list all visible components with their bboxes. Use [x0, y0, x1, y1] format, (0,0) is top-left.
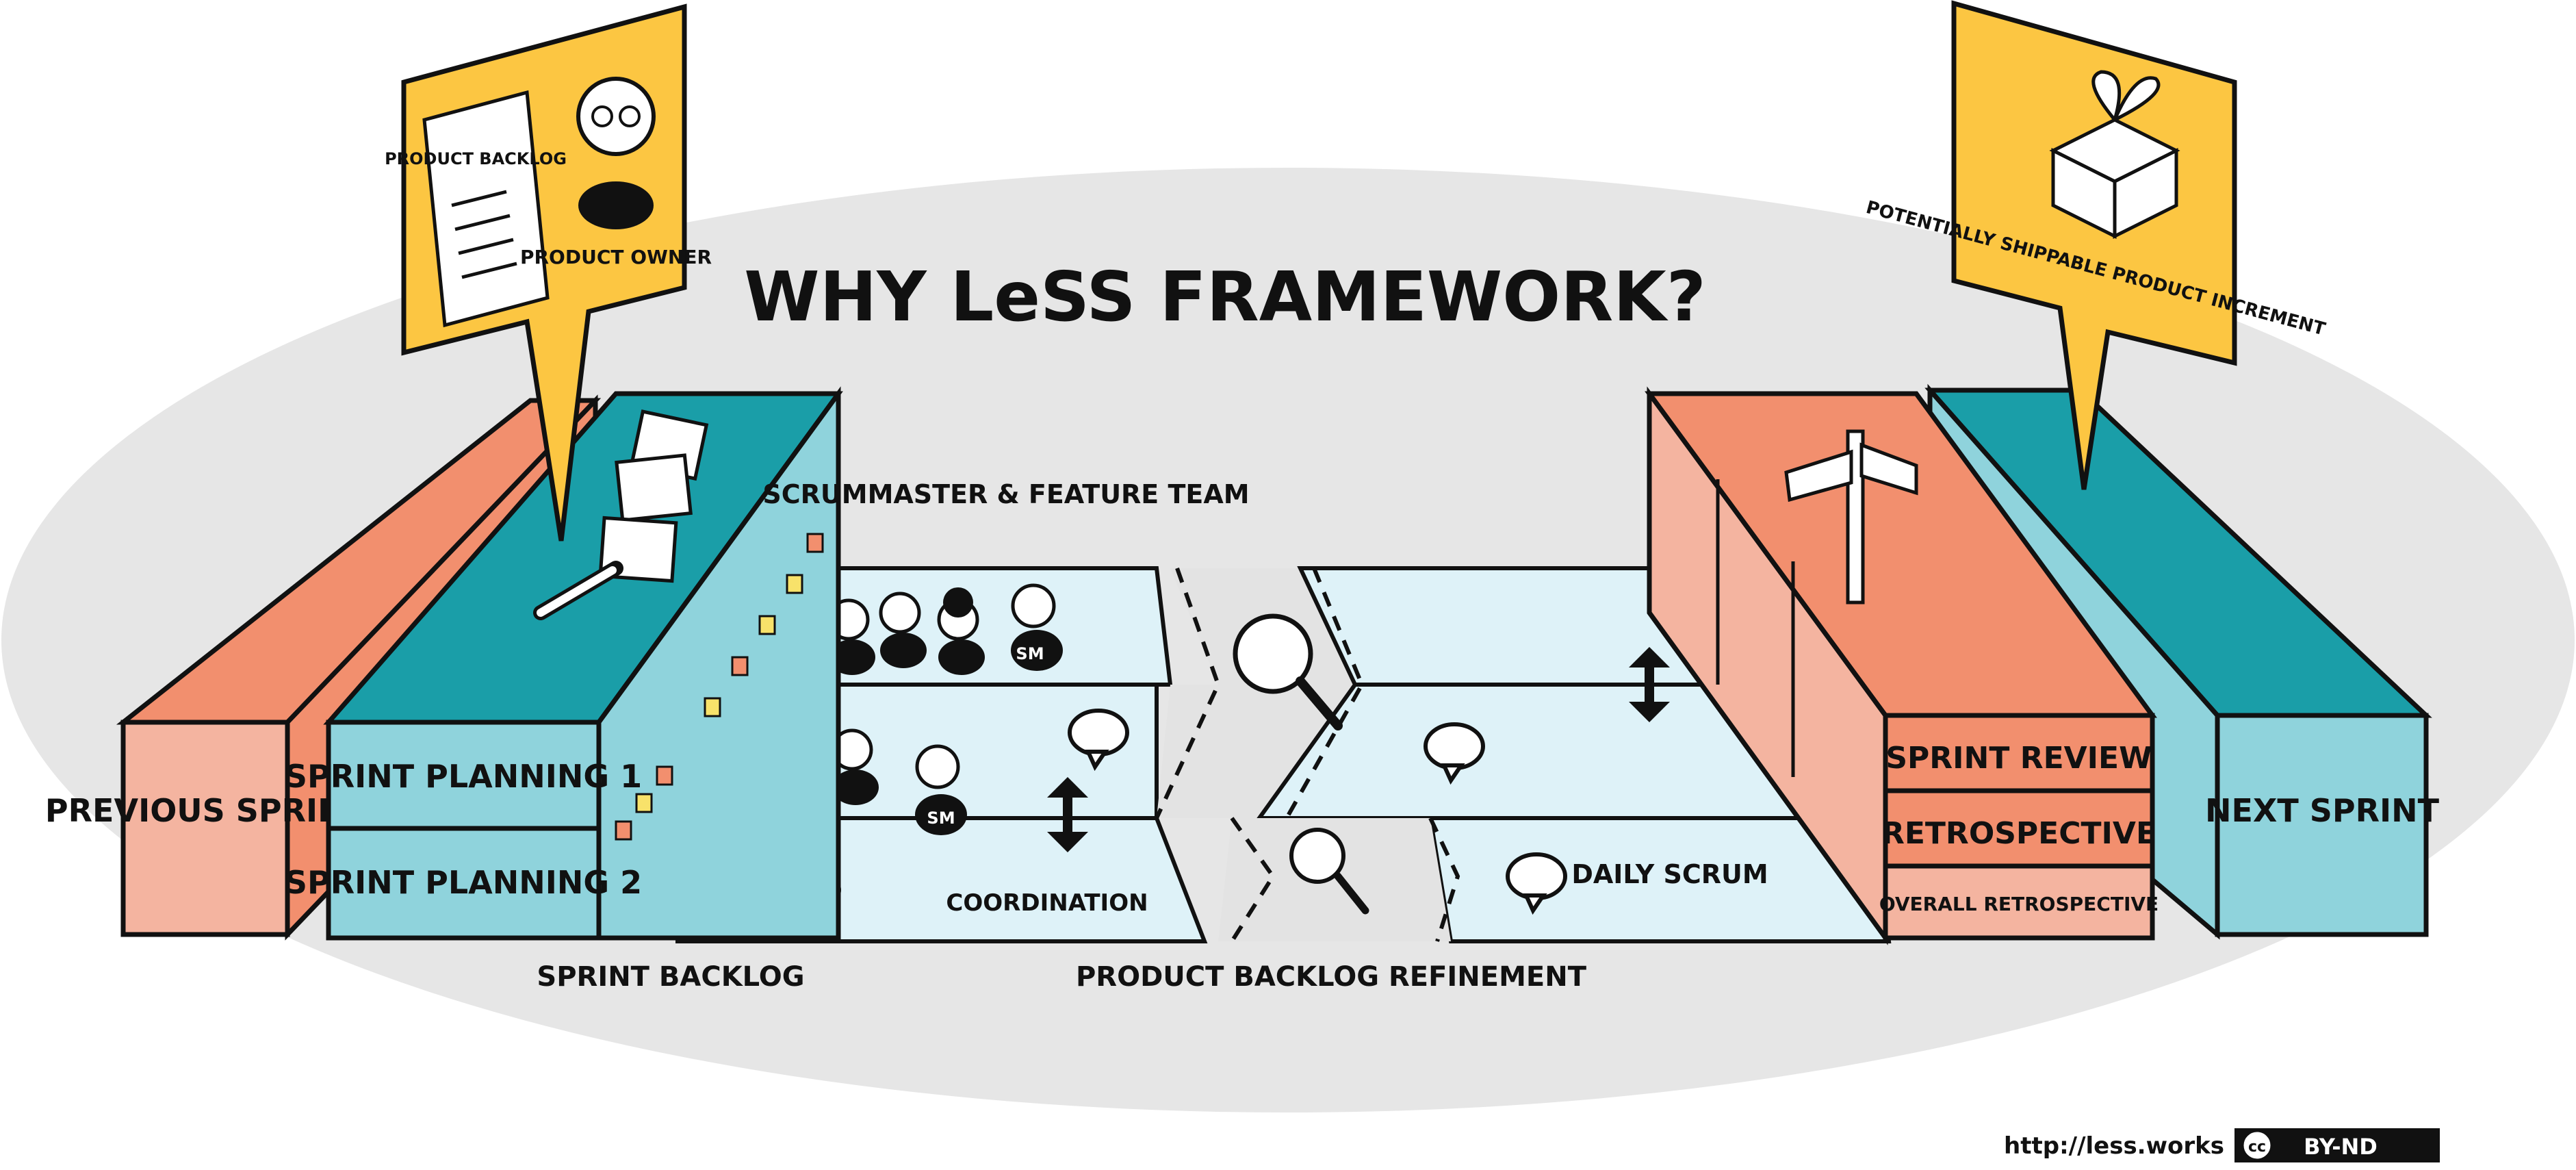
next-sprint-label: NEXT SPRINT	[2205, 792, 2440, 829]
daily-scrum-label: DAILY SCRUM	[1571, 859, 1768, 889]
team-members-row-1	[827, 583, 1063, 675]
overall-retrospective-label: OVERALL RETROSPECTIVE	[1879, 893, 2159, 915]
scrummaster-badge: SM	[927, 809, 955, 828]
sprint-planning-1-line: SPRINT PLANNING 1	[285, 758, 642, 795]
magnifier-small-icon	[1289, 828, 1369, 915]
sprint-planning-1-label: SPRINT PLANNING 1	[285, 758, 642, 795]
speech-bubble-icon	[1506, 852, 1567, 915]
sprint-backlog-label: SPRINT BACKLOG	[537, 961, 804, 993]
sprint-review-label: SPRINT REVIEW	[1885, 741, 2152, 776]
cc-icon: cc	[2248, 1139, 2266, 1156]
sprint-planning-block	[323, 386, 843, 941]
scrummaster-feature-team-label: SCRUMMASTER & FEATURE TEAM	[762, 479, 1249, 509]
sprint-planning-2-label: SPRINT PLANNING 2	[285, 864, 642, 901]
next-sprint-line: NEXT SPRINT	[2205, 792, 2440, 829]
previous-sprint-label: PREVIOUS SPRINT	[45, 792, 366, 829]
retrospective-label: RETROSPECTIVE	[1881, 816, 2156, 851]
shippable-increment-callout	[1951, 0, 2237, 490]
product-backlog-paper-label: PRODUCT BACKLOG	[385, 149, 567, 168]
product-owner-label: PRODUCT OWNER	[520, 246, 712, 268]
product-owner-callout	[401, 3, 687, 542]
coordination-arrow-icon	[1047, 777, 1088, 852]
license-label: BY-ND	[2304, 1134, 2378, 1160]
review-retro-block	[1645, 386, 2157, 945]
speech-bubble-icon	[1068, 709, 1129, 772]
magnifier-icon	[1233, 613, 1343, 730]
signpost-icon	[1784, 429, 1918, 605]
product-backlog-refinement-label: PRODUCT BACKLOG REFINEMENT	[1076, 961, 1587, 993]
sprint-planning-2-line: SPRINT PLANNING 2	[285, 864, 642, 901]
footer-url: http://less.works	[2004, 1132, 2224, 1160]
scrummaster-badge: SM	[1016, 644, 1044, 663]
cc-license-badge	[2234, 1128, 2440, 1162]
speech-bubble-icon	[1424, 722, 1485, 785]
coordination-label: COORDINATION	[946, 889, 1148, 917]
notes-and-marker-icon	[533, 409, 709, 620]
page-title: WHY LeSS FRAMEWORK?	[744, 257, 1705, 337]
sync-arrow-icon	[1629, 647, 1670, 722]
previous-sprint-line: PREVIOUS SPRINT	[45, 792, 366, 829]
